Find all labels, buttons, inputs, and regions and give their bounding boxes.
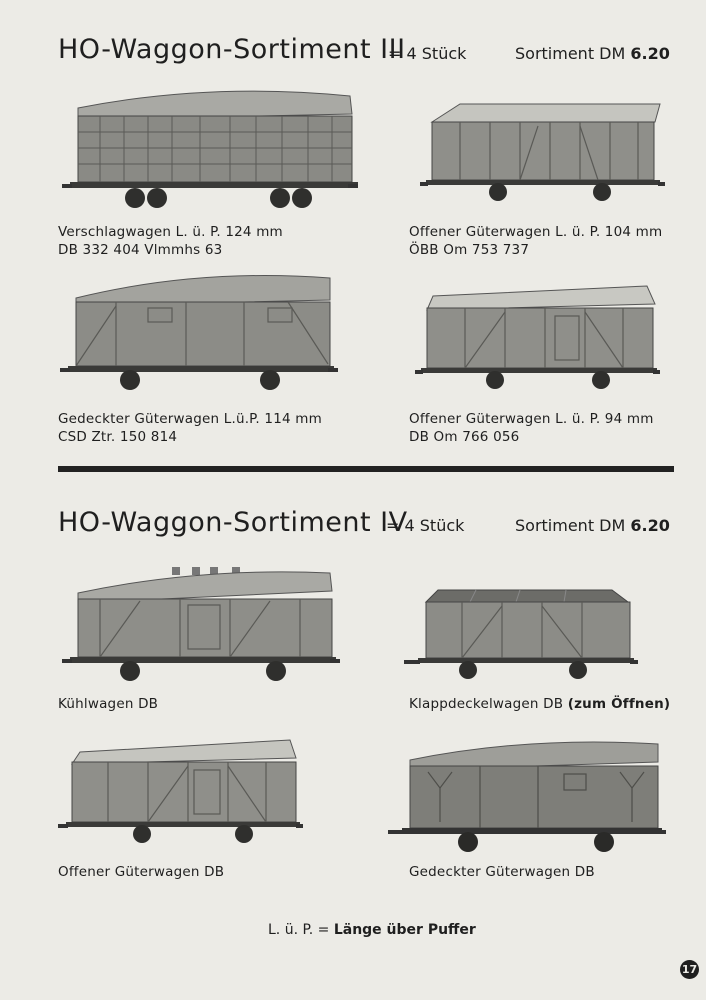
offener-gueterwagen-db-image — [58, 739, 303, 843]
offener-gueterwagen-db-94-image — [415, 285, 660, 389]
caption-line: DB Om 766 056 — [409, 429, 520, 445]
section-3-price: Sortiment DM 6.20 — [515, 44, 670, 63]
caption-line: ÖBB Om 753 737 — [409, 242, 530, 258]
section-4-title: HO-Waggon-Sortiment IV — [58, 507, 408, 538]
gedeckter-gueterwagen-db-image — [388, 741, 666, 852]
section-3-title: HO-Waggon-Sortiment III — [58, 34, 406, 65]
caption-line: Gedeckter Güterwagen DB — [409, 864, 595, 880]
section-4-price-label: Sortiment DM — [515, 516, 626, 535]
section-3-count: = 4 Stück — [388, 44, 467, 63]
page-number: 17 — [680, 960, 699, 979]
caption-klappdeckelwagen: Klappdeckelwagen DB (zum Öffnen) — [409, 695, 670, 713]
section-4-price-value: 6.20 — [630, 516, 670, 535]
section-4-price: Sortiment DM 6.20 — [515, 516, 670, 535]
caption-offener-db-94: Offener Güterwagen L. ü. P. 94 mm DB Om … — [409, 410, 654, 446]
section-3-price-label: Sortiment DM — [515, 44, 626, 63]
caption-line: Verschlagwagen L. ü. P. 124 mm — [58, 224, 283, 240]
caption-gedeckter-csd: Gedeckter Güterwagen L.ü.P. 114 mm CSD Z… — [58, 410, 322, 446]
footnote-abbr: L. ü. P. = — [268, 922, 330, 938]
caption-line: Offener Güterwagen DB — [58, 864, 225, 880]
gedeckter-gueterwagen-csd-image — [60, 275, 338, 390]
caption-line: CSD Ztr. 150 814 — [58, 429, 178, 445]
kuehlwagen-image — [62, 567, 340, 681]
caption-gedeckter-db: Gedeckter Güterwagen DB — [409, 863, 595, 881]
caption-verschlagwagen: Verschlagwagen L. ü. P. 124 mm DB 332 40… — [58, 223, 283, 259]
section-4-count: = 4 Stück — [386, 516, 465, 535]
caption-offener-db: Offener Güterwagen DB — [58, 863, 224, 881]
klappdeckelwagen-image — [404, 589, 638, 679]
caption-line: DB 332 404 Vlmmhs 63 — [58, 242, 223, 258]
section-divider — [58, 466, 674, 472]
caption-kuehlwagen: Kühlwagen DB — [58, 695, 158, 713]
caption-line: Gedeckter Güterwagen L.ü.P. 114 mm — [58, 411, 322, 427]
caption-line-bold: (zum Öffnen) — [567, 696, 671, 712]
verschlagwagen-image — [62, 90, 358, 208]
section-3-price-value: 6.20 — [630, 44, 670, 63]
footnote-text: Länge über Puffer — [333, 922, 476, 938]
caption-line: Offener Güterwagen L. ü. P. 104 mm — [409, 224, 663, 240]
offener-gueterwagen-oebb-image — [420, 103, 665, 201]
caption-line: Offener Güterwagen L. ü. P. 94 mm — [409, 411, 654, 427]
caption-offener-oebb: Offener Güterwagen L. ü. P. 104 mm ÖBB O… — [409, 223, 662, 259]
caption-line: Kühlwagen DB — [58, 696, 159, 712]
footnote: L. ü. P. = Länge über Puffer — [268, 922, 476, 938]
caption-line: Klappdeckelwagen DB — [409, 696, 564, 712]
